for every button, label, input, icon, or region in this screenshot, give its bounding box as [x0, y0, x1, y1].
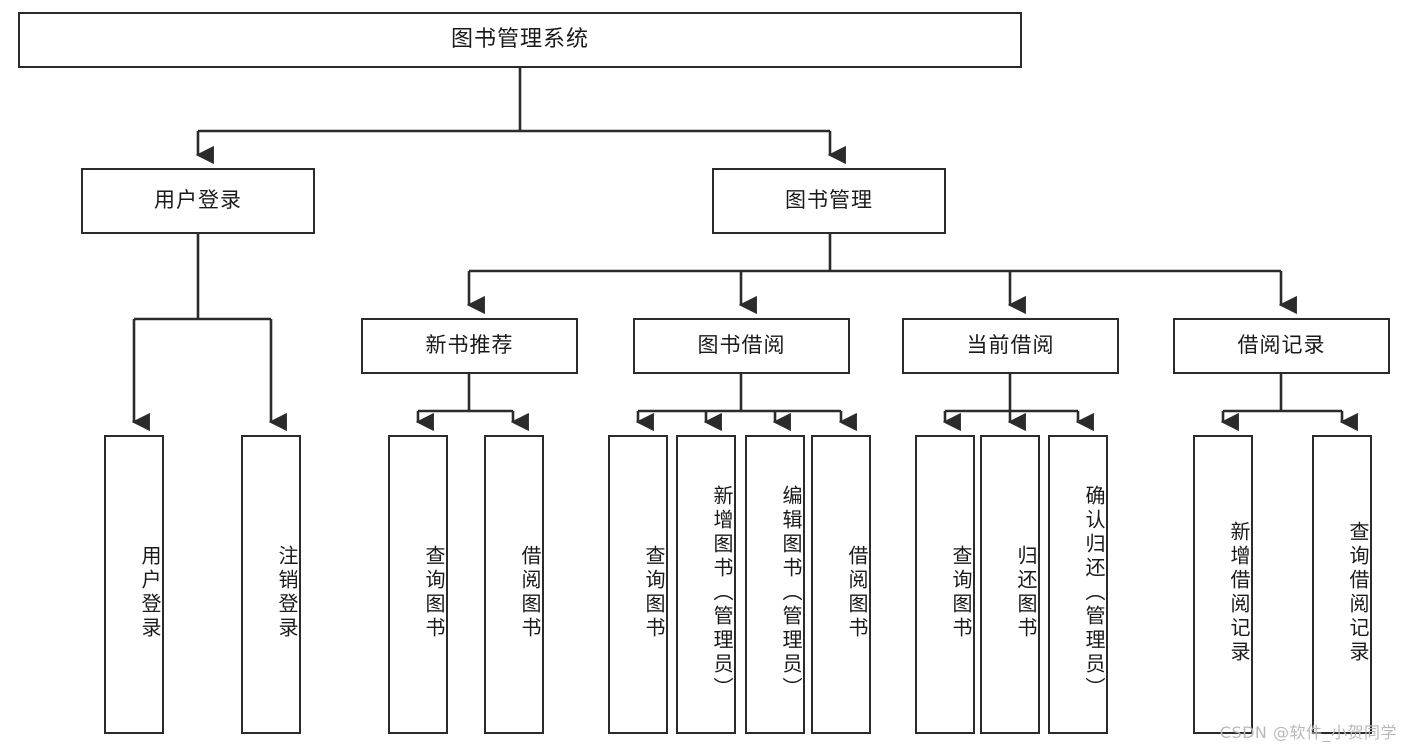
node-label: 查询图书: [949, 544, 973, 641]
node-label: 图书借阅: [697, 333, 786, 358]
csdn-watermark: CSDN @软件_小贺同学: [1219, 723, 1397, 742]
node-borrow-record[interactable]: 借阅记录: [1173, 318, 1390, 374]
leaf-new-book-query[interactable]: 查询图书: [388, 435, 448, 734]
node-book-management[interactable]: 图书管理: [712, 168, 946, 234]
node-label: 查询图书: [642, 544, 666, 641]
node-label: 查询图书: [422, 544, 446, 641]
node-label: 查询借阅记录: [1346, 520, 1370, 665]
node-label: 确认归还（管理员）: [1082, 484, 1106, 701]
leaf-book-borrow-borrow[interactable]: 借阅图书: [811, 435, 871, 734]
node-current-borrow[interactable]: 当前借阅: [902, 318, 1119, 374]
leaf-current-borrow-confirm-return[interactable]: 确认归还（管理员）: [1048, 435, 1108, 734]
node-new-book-recommend[interactable]: 新书推荐: [361, 318, 578, 374]
leaf-book-borrow-query[interactable]: 查询图书: [608, 435, 668, 734]
node-label: 用户登录: [138, 544, 162, 641]
leaf-user-login-login[interactable]: 用户登录: [104, 435, 164, 734]
node-label: 编辑图书（管理员）: [779, 484, 803, 701]
leaf-borrow-record-add[interactable]: 新增借阅记录: [1193, 435, 1253, 734]
node-label: 借阅图书: [845, 544, 869, 641]
leaf-book-borrow-add[interactable]: 新增图书（管理员）: [676, 435, 736, 734]
node-user-login[interactable]: 用户登录: [81, 168, 315, 234]
node-book-borrow[interactable]: 图书借阅: [633, 318, 850, 374]
leaf-borrow-record-query[interactable]: 查询借阅记录: [1312, 435, 1372, 734]
leaf-current-borrow-return[interactable]: 归还图书: [980, 435, 1040, 734]
node-label: 借阅图书: [518, 544, 542, 641]
node-root-book-management-system[interactable]: 图书管理系统: [18, 12, 1022, 68]
leaf-new-book-borrow[interactable]: 借阅图书: [484, 435, 544, 734]
node-label: 借阅记录: [1237, 333, 1326, 358]
node-label: 用户登录: [154, 188, 242, 213]
node-label: 图书管理: [785, 188, 873, 213]
node-label: 新书推荐: [425, 333, 514, 358]
node-label: 新增图书（管理员）: [710, 484, 734, 701]
leaf-user-login-logout[interactable]: 注销登录: [241, 435, 301, 734]
node-label: 新增借阅记录: [1227, 520, 1251, 665]
leaf-book-borrow-edit[interactable]: 编辑图书（管理员）: [745, 435, 805, 734]
node-label: 注销登录: [275, 544, 299, 641]
node-label: 当前借阅: [966, 333, 1055, 358]
leaf-current-borrow-query[interactable]: 查询图书: [915, 435, 975, 734]
node-label: 图书管理系统: [450, 26, 589, 52]
node-label: 归还图书: [1014, 544, 1038, 641]
